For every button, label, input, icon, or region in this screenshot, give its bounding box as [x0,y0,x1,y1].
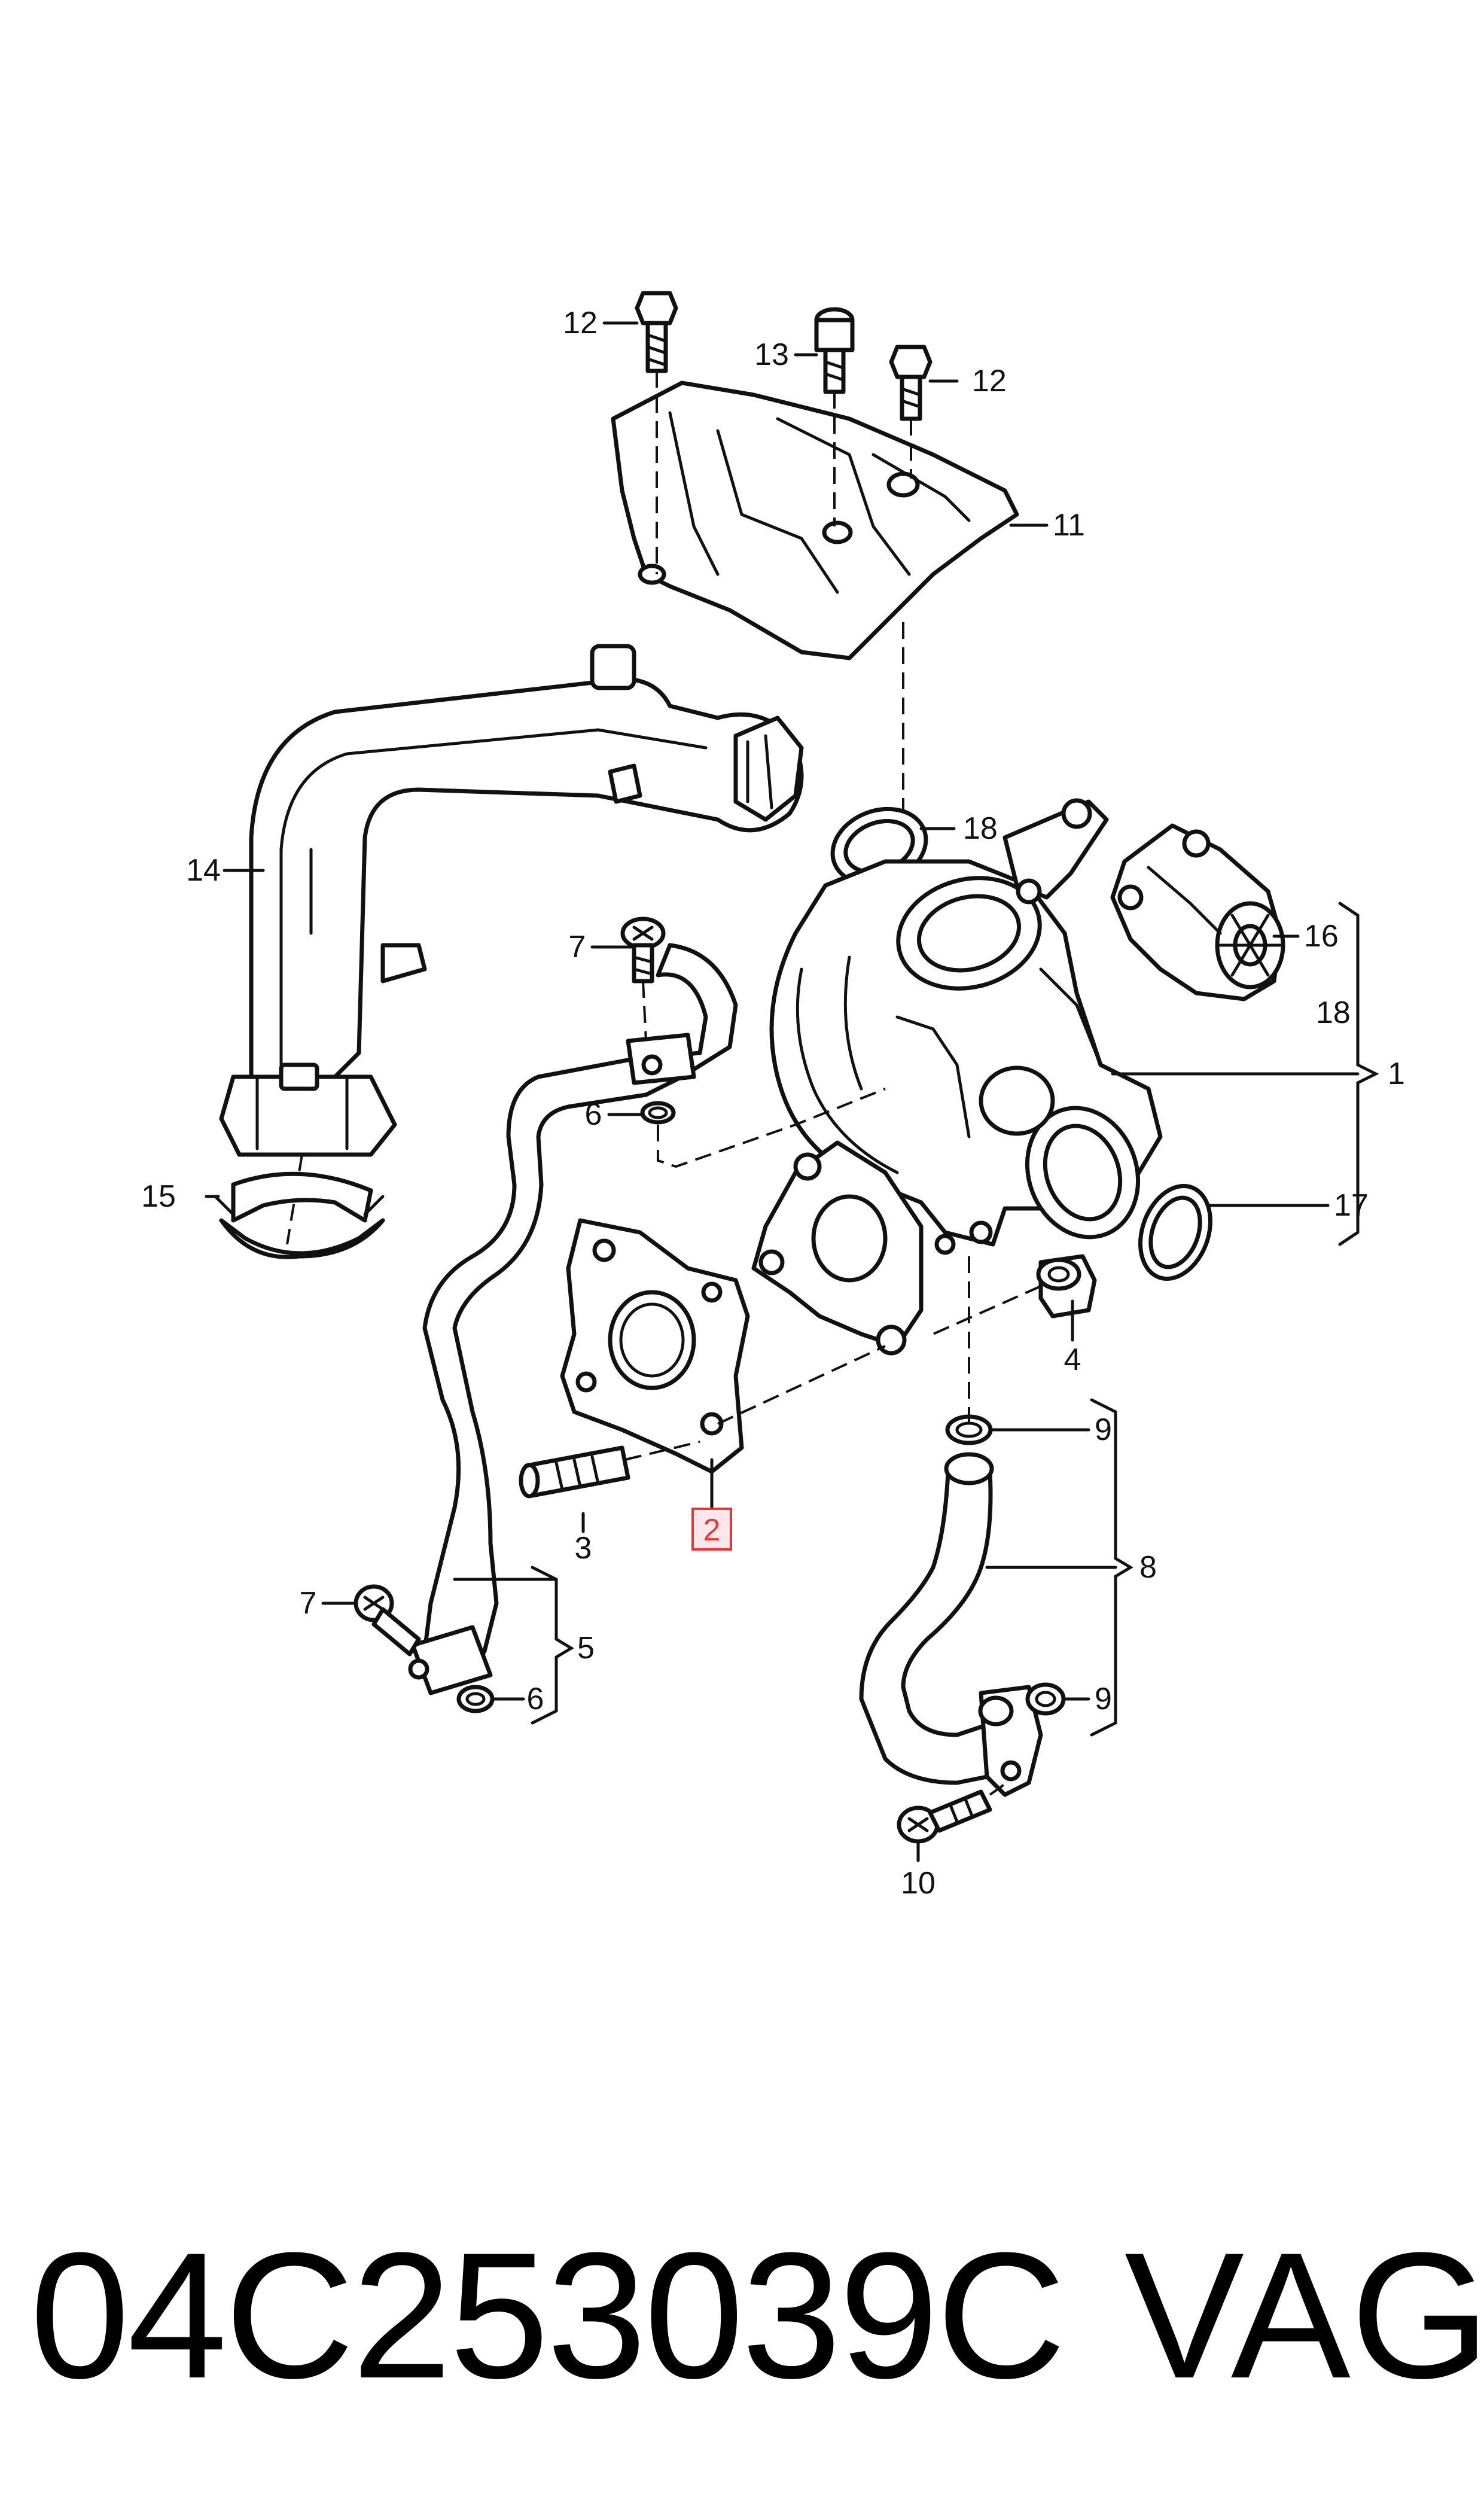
o-ring-18 [830,806,928,887]
gasket-part [560,1218,750,1474]
bush-part [1036,1254,1097,1319]
callout-6-lower: 6 [527,1682,544,1716]
callout-12-right: 12 [972,364,1007,398]
bolt-10 [897,1789,992,1844]
callout-5: 5 [577,1631,595,1666]
oil-supply-line-part [408,943,738,1695]
oil-return-line-part [859,1452,1043,1797]
intake-pipe-part [219,644,804,1157]
callout-1: 1 [1388,1056,1405,1091]
callout-4: 4 [1064,1342,1081,1377]
part-number-label: 04C253039C [30,2215,1066,2416]
heat-shield-part [611,380,1019,660]
brand-label: VAG [1125,2215,1484,2416]
seal-9-lower [1025,1682,1066,1716]
callout-10: 10 [901,1866,936,1901]
callout-7-upper: 7 [569,930,586,964]
seal-6-upper [640,1101,676,1125]
bolt-13 [814,307,855,394]
callout-leaders [205,321,1379,1862]
callout-15: 15 [141,1179,176,1214]
o-ring-17 [1138,1184,1212,1281]
callout-8: 8 [1139,1550,1157,1585]
hose-clamp-part [214,1171,385,1259]
callout-11: 11 [1053,508,1085,543]
seal-6-lower [456,1685,495,1713]
callout-12-left: 12 [563,306,598,340]
bolt-7-lower [354,1584,421,1657]
callout-2-highlighted: 2 [703,1513,721,1548]
callout-3: 3 [575,1531,592,1566]
callout-18-bracket: 18 [1316,995,1351,1030]
callout-2-highlight-box [691,1508,732,1551]
stud-part [519,1445,630,1499]
callout-18-oring: 18 [963,811,998,846]
bolt-12-right [889,345,933,421]
callout-13: 13 [754,337,789,372]
callout-9-upper: 9 [1095,1412,1112,1447]
callout-14: 14 [186,853,221,888]
callout-17: 17 [1334,1188,1369,1223]
callout-9-lower: 9 [1095,1682,1112,1716]
callout-7-lower: 7 [300,1586,317,1621]
wastegate-actuator-part [1110,823,1285,1001]
callout-16: 16 [1304,919,1339,954]
bolt-7-upper [620,917,666,984]
callout-6-upper: 6 [585,1097,602,1132]
bolt-12-left [635,291,678,373]
turbocharger-part [751,798,1163,1356]
